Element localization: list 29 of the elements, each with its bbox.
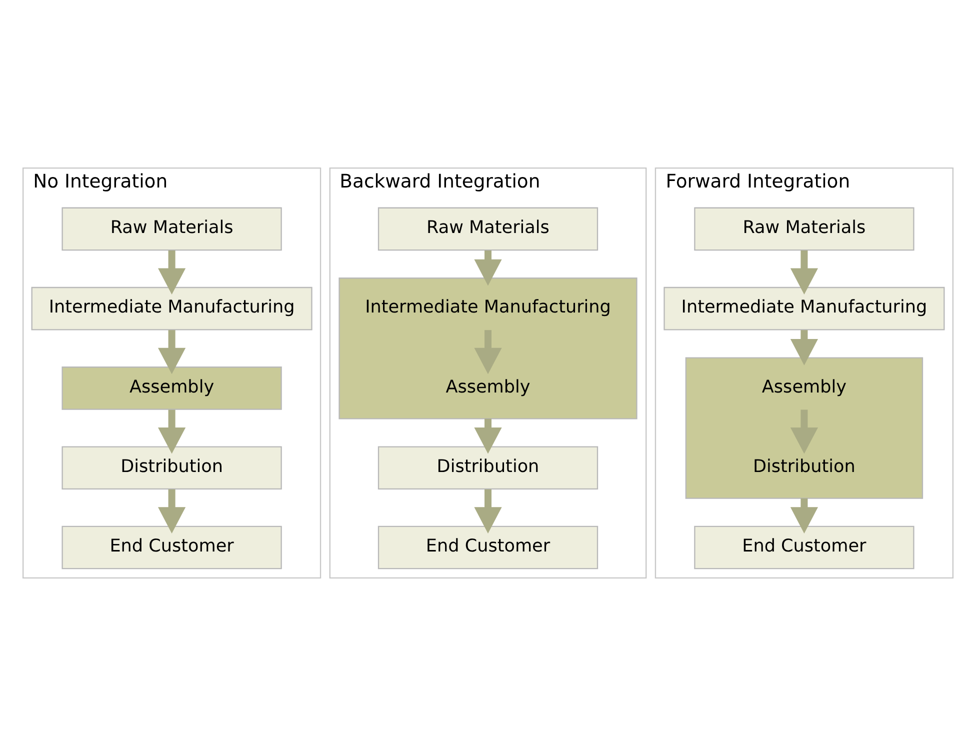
node-box: End Customer <box>378 525 598 569</box>
node-box: Intermediate Manufacturing <box>664 286 945 330</box>
node-box: Raw Materials <box>378 206 598 250</box>
node-text: Assembly <box>446 376 530 397</box>
arrow <box>158 488 186 533</box>
cluster <box>338 277 638 419</box>
arrow <box>790 498 818 533</box>
node-box: Raw Materials <box>62 206 282 250</box>
arrow <box>790 250 818 294</box>
arrow <box>158 409 186 454</box>
node-box: End Customer <box>694 525 914 569</box>
node-box: Raw Materials <box>694 206 914 250</box>
node-box: Distribution <box>62 446 282 490</box>
node-box: Intermediate Manufacturing <box>31 286 312 330</box>
node-text: Distribution <box>753 456 856 476</box>
arrow <box>474 488 502 533</box>
node-box: Assembly <box>62 366 282 410</box>
node-box: Distribution <box>378 446 598 490</box>
node-box: End Customer <box>62 525 282 569</box>
node-text: Assembly <box>762 376 846 397</box>
arrow <box>158 330 186 374</box>
arrow <box>474 418 502 454</box>
arrow <box>790 409 818 454</box>
node-text: Intermediate Manufacturing <box>365 297 611 318</box>
arrow <box>158 250 186 294</box>
arrow <box>790 330 818 365</box>
cluster <box>685 356 924 498</box>
arrow <box>474 250 502 286</box>
arrow <box>474 330 502 374</box>
